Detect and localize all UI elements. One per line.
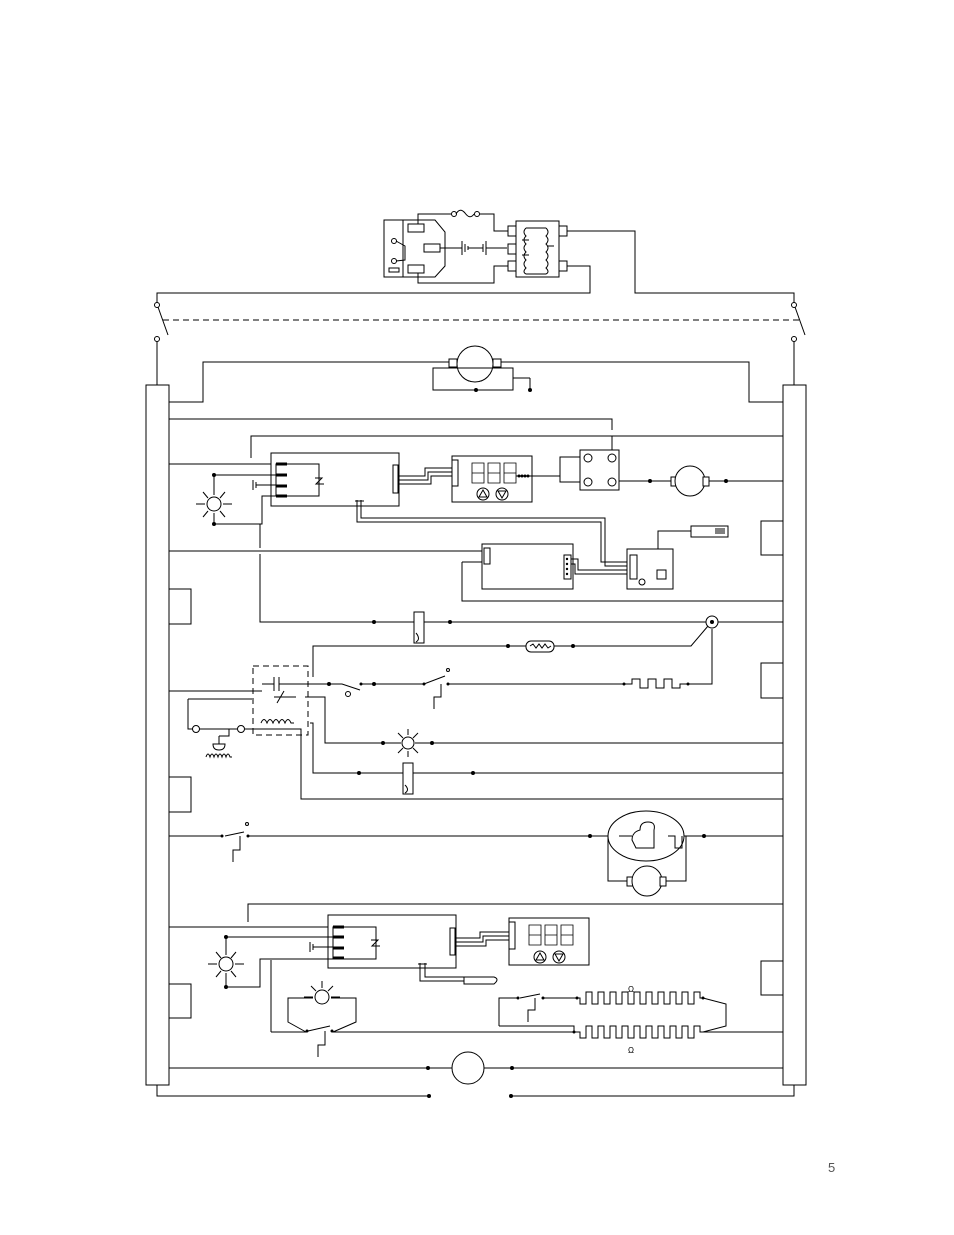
freezer-lamp bbox=[315, 990, 329, 1004]
compressor-section bbox=[169, 811, 783, 896]
terminal-bar-left bbox=[146, 385, 169, 1085]
interior-lamp-upper bbox=[207, 497, 221, 511]
ohm-label-lower: Ω bbox=[628, 1046, 634, 1055]
compressor-fan-motor bbox=[675, 466, 705, 496]
switch-blade-right bbox=[795, 307, 805, 335]
interior-lamp-lower bbox=[219, 957, 233, 971]
plug-pin-ground bbox=[424, 244, 440, 252]
lower-control-board bbox=[328, 915, 456, 968]
fuse bbox=[456, 210, 474, 217]
power-inlet-assembly bbox=[157, 210, 794, 305]
connector-tab-right-3 bbox=[761, 961, 783, 995]
switch-blade-left bbox=[158, 307, 168, 335]
connector-tab-right-1 bbox=[761, 521, 783, 555]
terminal-bar-right bbox=[783, 385, 806, 1085]
defrost-section bbox=[169, 612, 783, 799]
upper-control-board bbox=[271, 453, 399, 506]
page-number: 5 bbox=[828, 1160, 835, 1175]
lower-controller-section: Ω Ω bbox=[169, 904, 783, 1057]
upper-controller-section bbox=[169, 419, 783, 566]
thermal-fuse-lower bbox=[403, 763, 413, 794]
heater-element-lower bbox=[574, 1026, 703, 1038]
thermal-fuse-upper bbox=[414, 612, 424, 643]
connector-tab-left-3 bbox=[169, 984, 191, 1018]
emi-filter bbox=[516, 221, 559, 277]
condenser-fan-motor bbox=[632, 866, 662, 896]
plug-pin-bottom bbox=[408, 265, 424, 273]
door-buzzer bbox=[213, 744, 225, 750]
freezer-door-switch bbox=[318, 1031, 325, 1057]
defrost-thermostat bbox=[434, 684, 441, 709]
heater-element-upper bbox=[577, 992, 703, 1004]
defrost-relay bbox=[253, 666, 308, 735]
plug-pin-top bbox=[408, 224, 424, 232]
connector-tab-left-1 bbox=[169, 589, 191, 624]
bottom-motor bbox=[452, 1052, 484, 1084]
temperature-probe-lower bbox=[464, 977, 497, 984]
door-switch-lower bbox=[233, 836, 240, 862]
bottom-feed bbox=[157, 1052, 794, 1098]
interface-board bbox=[482, 544, 573, 589]
lamp-middle bbox=[402, 737, 414, 749]
heater-thermostat bbox=[528, 998, 535, 1022]
fan-motor-circle bbox=[457, 346, 493, 382]
ohm-label-upper: Ω bbox=[628, 985, 634, 994]
drain-heater bbox=[624, 629, 712, 688]
connector-tab-left-2 bbox=[169, 777, 191, 812]
fan-motor-top bbox=[169, 346, 783, 402]
connector-tab-right-2 bbox=[761, 663, 783, 698]
middle-board-section bbox=[169, 526, 783, 622]
